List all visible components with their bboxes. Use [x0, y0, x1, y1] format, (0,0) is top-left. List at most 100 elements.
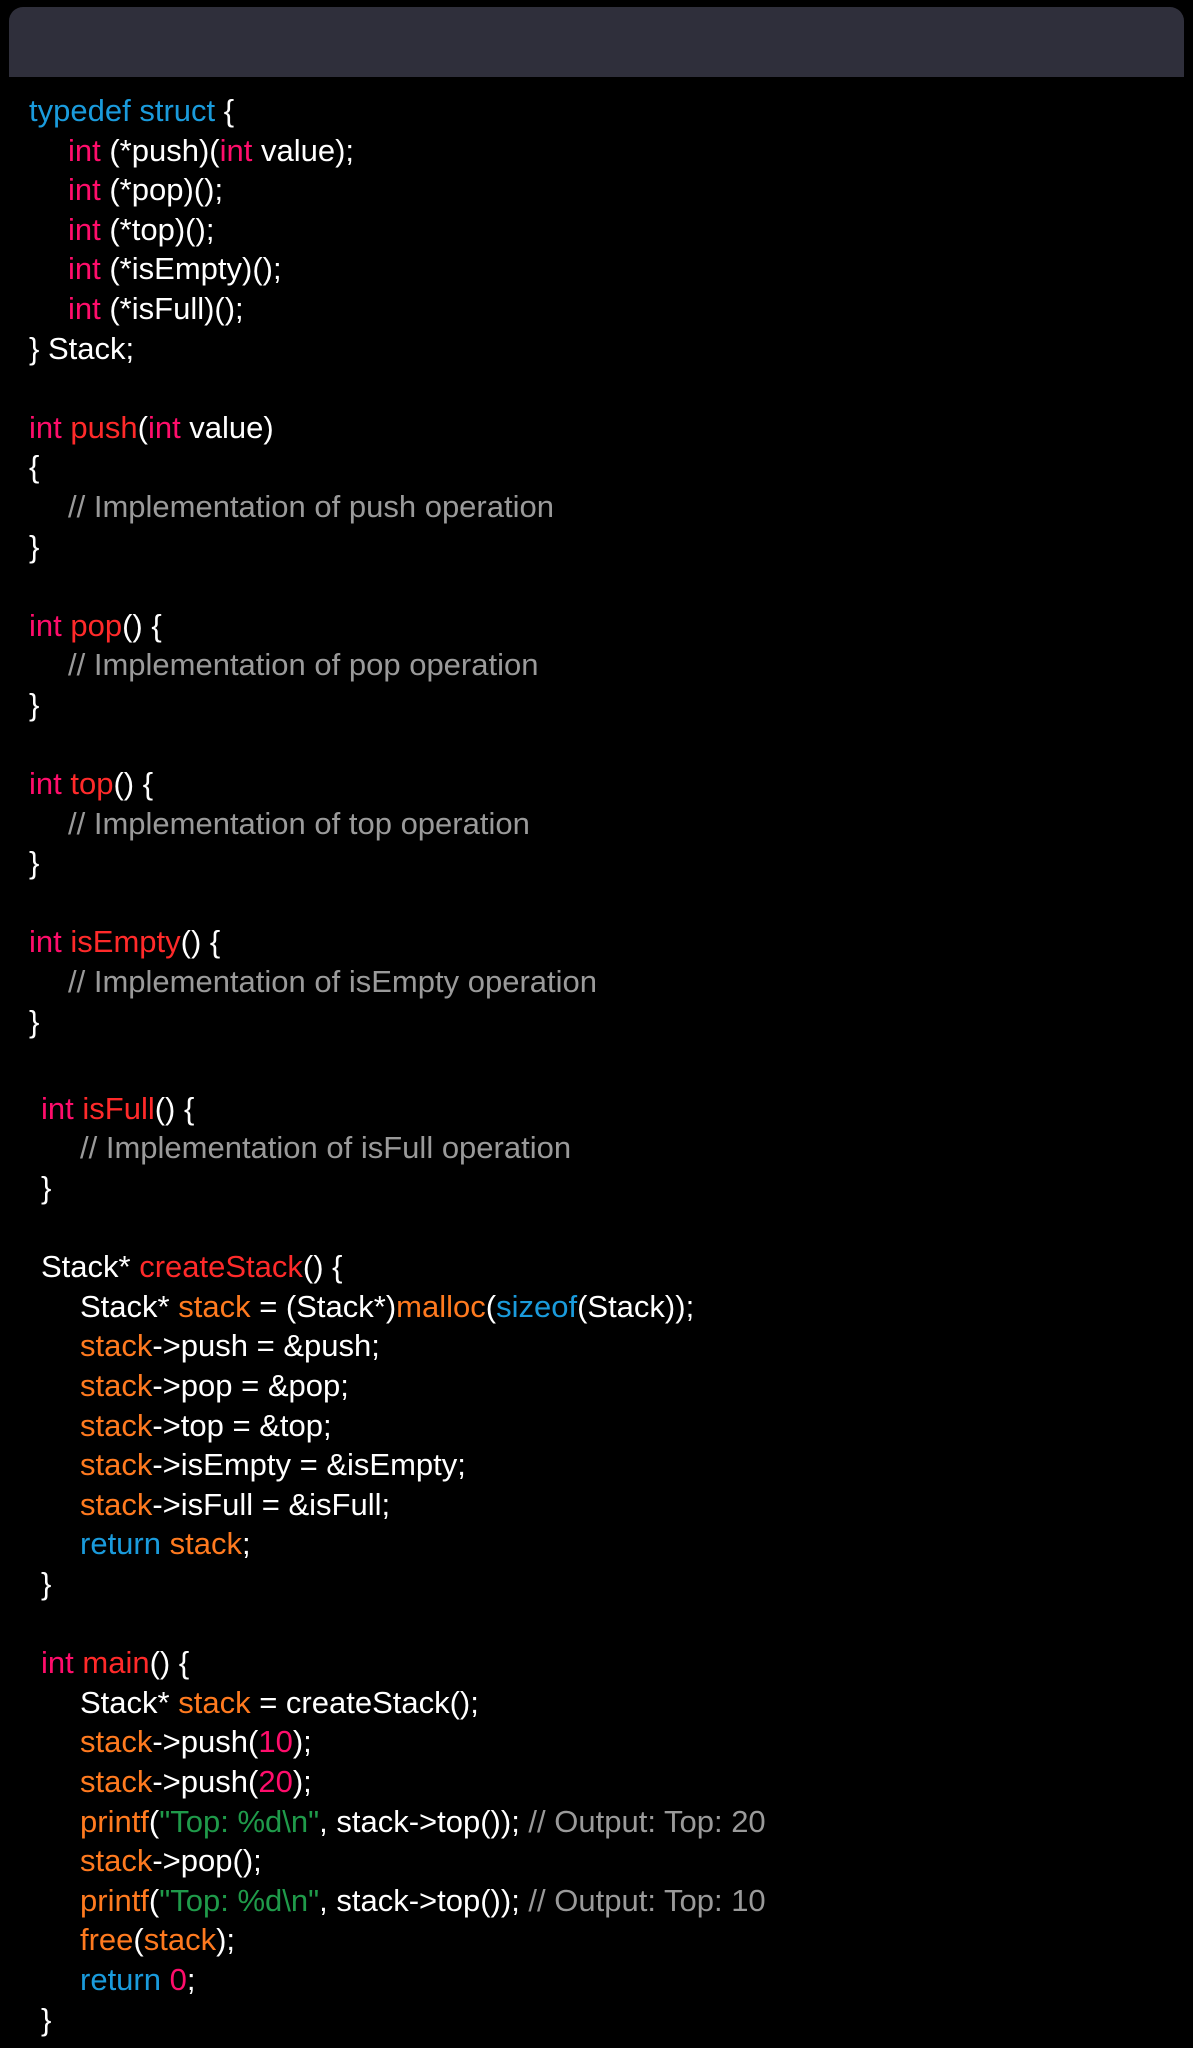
code-token: pop: [70, 607, 123, 643]
code-line: [0, 883, 1193, 923]
code-token: }: [41, 1565, 52, 1601]
code-line: int main() {: [12, 1643, 1193, 1683]
code-line: }: [0, 527, 1193, 567]
code-token: () {: [302, 1249, 343, 1285]
code-token: (: [148, 1803, 160, 1839]
code-token: stack: [80, 1763, 153, 1799]
code-token: = createStack();: [250, 1684, 479, 1720]
window-title-bar: [9, 7, 1184, 77]
code-line: int (*top)();: [0, 210, 1193, 250]
code-token: 0: [169, 1961, 187, 1997]
code-token: // Implementation of top operation: [68, 805, 530, 841]
code-line: Stack* stack = (Stack*)malloc(sizeof(Sta…: [12, 1287, 1193, 1327]
code-token: , stack->top());: [319, 1803, 529, 1839]
code-token: int: [68, 172, 101, 208]
code-token: return: [80, 1961, 161, 1997]
code-line: stack->isFull = &isFull;: [12, 1485, 1193, 1525]
code-line: [0, 566, 1193, 606]
code-token: ->push(: [152, 1724, 259, 1760]
code-line: printf("Top: %d\n", stack->top()); // Ou…: [12, 1881, 1193, 1921]
code-token: [161, 1962, 170, 1997]
code-token: int: [41, 1645, 74, 1681]
code-line: }: [0, 843, 1193, 883]
code-token: struct: [139, 93, 216, 128]
code-line: [0, 368, 1193, 408]
code-token: // Implementation of push operation: [68, 488, 554, 524]
code-line: int isEmpty() {: [0, 922, 1193, 962]
code-token: stack: [80, 1486, 153, 1522]
code-line: Stack* stack = createStack();: [12, 1683, 1193, 1723]
code-token: "Top: %d\n": [159, 1882, 320, 1918]
code-token: () {: [149, 1645, 190, 1681]
code-token: // Output: Top: 10: [528, 1882, 766, 1918]
code-token: isFull: [82, 1090, 155, 1126]
code-token: typedef: [29, 93, 131, 128]
code-token: stack: [178, 1288, 251, 1324]
code-token: }: [41, 1170, 52, 1206]
code-token: stack: [80, 1368, 153, 1403]
code-line: stack->push(20);: [12, 1762, 1193, 1802]
code-line: [0, 1041, 1193, 1081]
code-token: stack: [80, 1447, 153, 1483]
code-token: int: [29, 766, 62, 802]
code-token: int: [29, 409, 62, 445]
code-line: int (*isEmpty)();: [0, 249, 1193, 289]
code-line: int (*push)(int value);: [0, 131, 1193, 171]
code-token: int: [219, 132, 253, 168]
code-token: () {: [154, 1090, 195, 1126]
code-token: ->pop = &pop;: [152, 1368, 349, 1403]
code-token: (: [485, 1288, 497, 1324]
code-token: Stack*: [41, 1249, 140, 1285]
code-line: stack->top = &top;: [12, 1406, 1193, 1446]
code-token: value);: [252, 132, 355, 168]
code-token: (: [148, 1882, 160, 1918]
code-token: int: [29, 924, 62, 960]
code-token: int: [29, 607, 62, 643]
code-token: (: [133, 1922, 144, 1958]
code-token: [161, 1526, 170, 1561]
code-token: }: [41, 2001, 52, 2037]
code-token: sizeof: [496, 1288, 578, 1324]
code-line: return 0;: [12, 1960, 1193, 2000]
code-token: (*top)();: [100, 211, 215, 247]
code-line: // Implementation of isEmpty operation: [0, 962, 1193, 1002]
code-token: stack: [178, 1684, 251, 1720]
code-token: () {: [122, 607, 162, 643]
code-token: int: [147, 409, 181, 445]
code-token: (*pop)();: [100, 172, 224, 208]
code-token: stack: [169, 1526, 242, 1562]
code-token: value): [180, 409, 274, 445]
code-token: // Implementation of isEmpty operation: [68, 964, 597, 1000]
code-line: // Implementation of isFull operation: [12, 1128, 1193, 1168]
code-token: int: [41, 1090, 74, 1126]
code-token: ->pop();: [152, 1843, 262, 1879]
code-line: typedef struct {: [0, 91, 1193, 131]
code-token: ->isFull = &isFull;: [152, 1486, 391, 1522]
code-token: malloc: [396, 1288, 486, 1324]
code-token: }: [29, 686, 40, 722]
code-line: printf("Top: %d\n", stack->top()); // Ou…: [12, 1802, 1193, 1842]
code-line: // Implementation of pop operation: [0, 645, 1193, 685]
code-token: Stack*: [80, 1684, 179, 1720]
code-line: [12, 1208, 1193, 1248]
code-line: // Implementation of push operation: [0, 487, 1193, 527]
code-line: stack->isEmpty = &isEmpty;: [12, 1445, 1193, 1485]
code-line: }: [0, 1002, 1193, 1042]
code-token: ;: [186, 1961, 196, 1997]
code-token: );: [292, 1763, 312, 1799]
code-token: }: [29, 528, 40, 564]
code-token: free: [80, 1922, 134, 1958]
code-token: stack: [80, 1724, 153, 1760]
code-token: push: [70, 409, 138, 445]
code-token: (*isFull)();: [100, 290, 244, 326]
code-token: );: [292, 1724, 312, 1760]
code-token: }: [29, 845, 40, 881]
code-line: int pop() {: [0, 606, 1193, 646]
code-token: ->top = &top;: [152, 1407, 332, 1443]
code-block: typedef struct {int (*push)(int value);i…: [0, 91, 1193, 2039]
code-token: }: [29, 1003, 40, 1039]
code-token: printf: [80, 1882, 149, 1918]
code-line: [0, 725, 1193, 765]
code-token: ->isEmpty = &isEmpty;: [152, 1447, 466, 1483]
code-token: (*push)(: [100, 132, 220, 168]
